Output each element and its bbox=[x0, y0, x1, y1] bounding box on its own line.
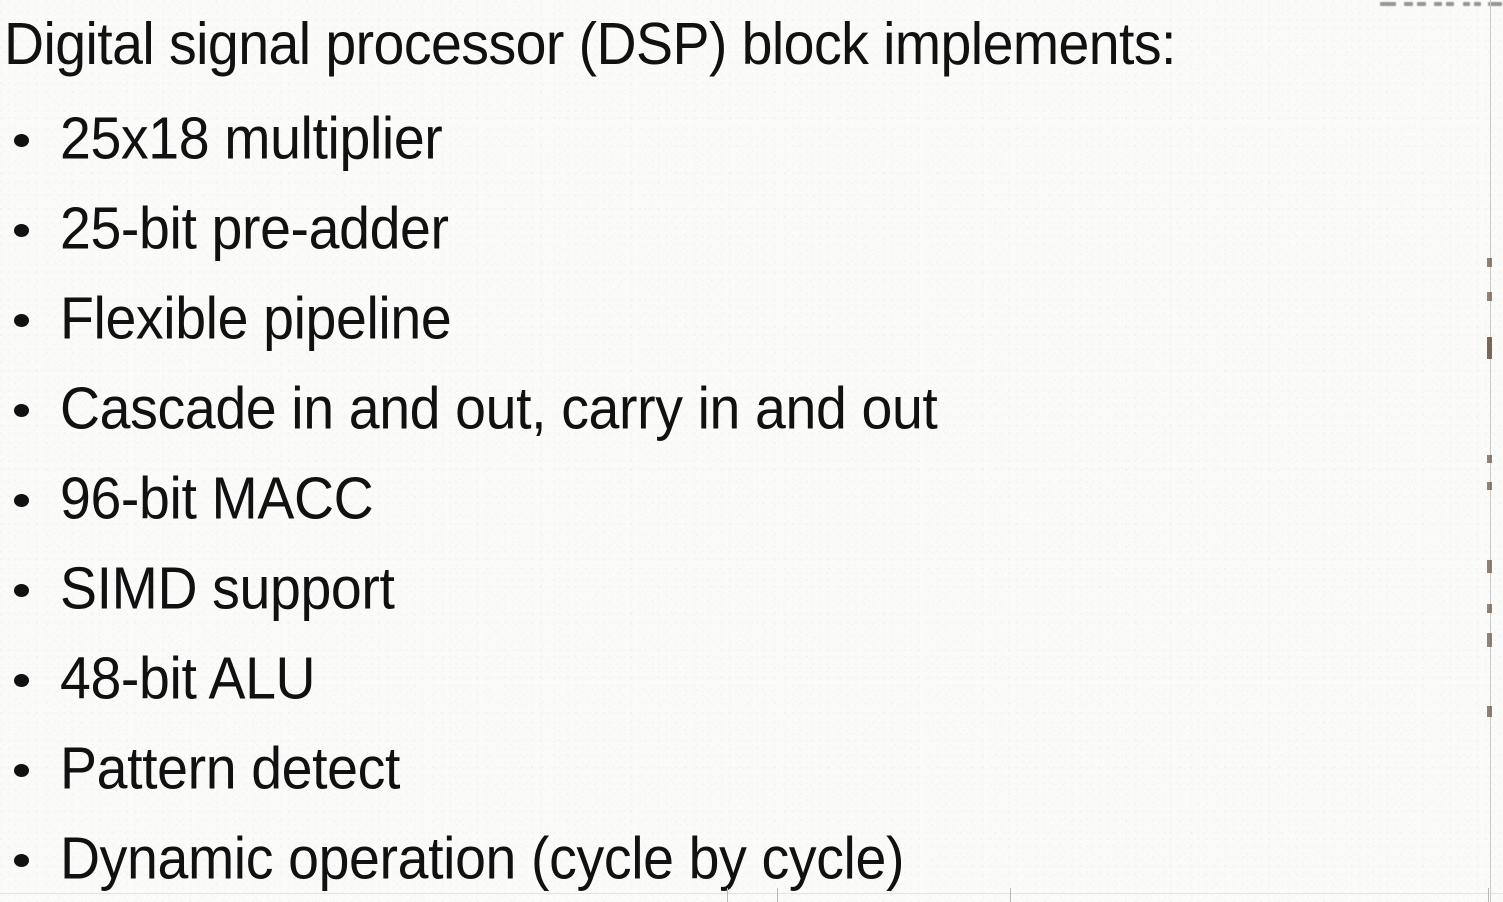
feature-bullet-list: 25x18 multiplier 25-bit pre-adder Flexib… bbox=[0, 95, 1503, 902]
list-item: 48-bit ALU bbox=[0, 635, 1503, 725]
edge-fragment bbox=[1487, 292, 1492, 301]
table-top-border bbox=[0, 893, 1503, 894]
list-item: 25-bit pre-adder bbox=[0, 185, 1503, 275]
bullet-text: 25x18 multiplier bbox=[60, 105, 443, 172]
table-column-tick bbox=[727, 888, 728, 902]
list-item: Flexible pipeline bbox=[0, 275, 1503, 365]
edge-fragment bbox=[1487, 455, 1492, 463]
bullet-text: 25-bit pre-adder bbox=[60, 195, 449, 262]
bullet-dot-icon bbox=[14, 404, 29, 417]
bullet-text: 96-bit MACC bbox=[60, 465, 374, 532]
bullet-dot-icon bbox=[14, 224, 29, 237]
list-item: 25x18 multiplier bbox=[0, 95, 1503, 185]
bullet-dot-icon bbox=[14, 134, 29, 147]
table-column-tick bbox=[1010, 888, 1011, 902]
edge-fragment bbox=[1487, 633, 1492, 647]
bullet-text: Dynamic operation (cycle by cycle) bbox=[60, 825, 905, 892]
bullet-text: Pattern detect bbox=[60, 735, 401, 802]
edge-fragment bbox=[1487, 706, 1492, 717]
list-item: Dynamic operation (cycle by cycle) bbox=[0, 815, 1503, 902]
bullet-dot-icon bbox=[14, 584, 29, 597]
edge-fragment bbox=[1487, 258, 1492, 267]
bullet-dot-icon bbox=[14, 854, 29, 867]
bullet-text: 48-bit ALU bbox=[60, 645, 316, 712]
edge-fragment bbox=[1487, 560, 1492, 573]
bullet-dot-icon bbox=[14, 764, 29, 777]
list-item: Pattern detect bbox=[0, 725, 1503, 815]
bullet-text: SIMD support bbox=[60, 555, 395, 622]
table-column-tick bbox=[777, 888, 778, 902]
bullet-text: Flexible pipeline bbox=[60, 285, 452, 352]
list-item: 96-bit MACC bbox=[0, 455, 1503, 545]
bullet-dot-icon bbox=[14, 314, 29, 327]
panel-edge-rule bbox=[1490, 0, 1491, 902]
edge-fragment bbox=[1487, 482, 1492, 490]
table-column-tick bbox=[1488, 888, 1489, 902]
bullet-dot-icon bbox=[14, 674, 29, 687]
list-item: Cascade in and out, carry in and out bbox=[0, 365, 1503, 455]
list-item: SIMD support bbox=[0, 545, 1503, 635]
bullet-text: Cascade in and out, carry in and out bbox=[60, 375, 938, 442]
bullet-dot-icon bbox=[14, 494, 29, 507]
cropped-text-remnant bbox=[1378, 0, 1503, 7]
edge-fragment bbox=[1487, 604, 1492, 613]
slide-heading: Digital signal processor (DSP) block imp… bbox=[4, 11, 1176, 77]
edge-fragment bbox=[1487, 337, 1492, 359]
